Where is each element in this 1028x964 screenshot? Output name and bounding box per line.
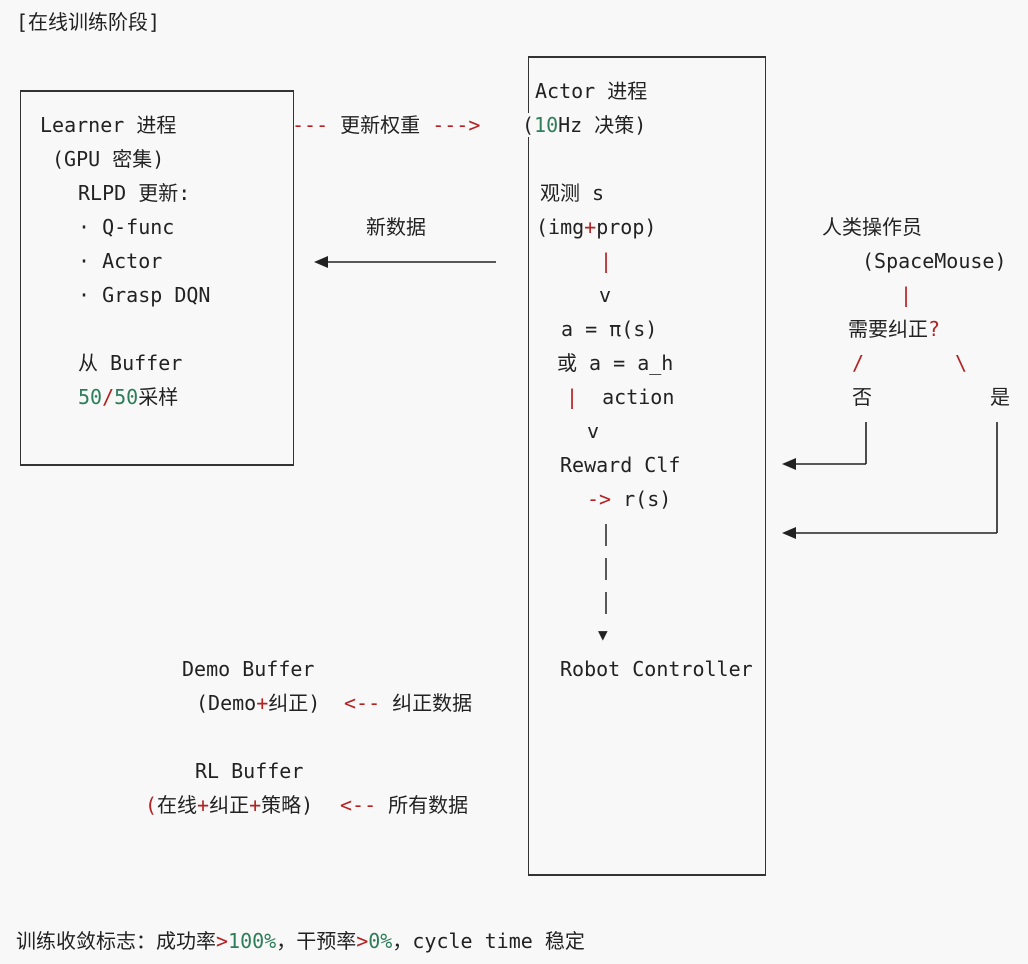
down-arrow-icon: ▼ — [598, 625, 608, 644]
no-branch-arrowhead-icon — [782, 458, 796, 470]
actor-action-line: | action — [566, 385, 674, 409]
rl-part-online: 在线 — [157, 793, 198, 817]
reward-arrow: -> — [587, 487, 612, 511]
footer-mid: ，干预率 — [276, 929, 357, 953]
demo-buffer-name: Demo Buffer — [182, 657, 315, 681]
learner-item-grasp-dqn: · Grasp DQN — [78, 283, 211, 307]
new-data-label: 新数据 — [366, 215, 426, 239]
rl-buffer-name: RL Buffer — [195, 759, 304, 783]
rl-buffer-contents: (在线+纠正+策略) — [145, 793, 313, 817]
action-pipe: | — [566, 385, 579, 409]
weights-update-arrow: --- 更新权重 ---> — [292, 113, 480, 137]
freq-open: ( — [522, 113, 535, 137]
all-data-label: 所有数据 — [388, 793, 469, 817]
actor-flow-down-2: v — [587, 419, 600, 443]
actor-flow-pipe: | — [600, 249, 613, 273]
actor-frequency: (10Hz 决策) — [522, 113, 647, 137]
obs-open: (img — [536, 215, 585, 239]
actor-observation-components: (img+prop) — [536, 215, 656, 239]
rl-part-policy: 策略) — [261, 793, 314, 817]
demo-close: 纠正) — [268, 691, 321, 715]
question-text: 需要纠正 — [848, 317, 928, 341]
corrections-arrowhead: <-- — [344, 691, 381, 715]
branch-slash-right: \ — [955, 351, 968, 375]
operator-question: 需要纠正? — [848, 317, 940, 341]
freq-unit: Hz 决策) — [558, 113, 647, 137]
ratio-b: 50 — [114, 385, 139, 409]
actor-flow-down-1: v — [599, 283, 612, 307]
yes-branch-arrowhead-icon — [782, 527, 796, 539]
all-data-arrow: <-- 所有数据 — [340, 793, 468, 817]
reward-output: -> r(s) — [587, 487, 671, 511]
actor-observe: 观测 s — [540, 181, 605, 205]
section-header: [在线训练阶段] — [16, 10, 161, 34]
operator-title: 人类操作员 — [822, 215, 922, 239]
operator-device: (SpaceMouse) — [862, 249, 1007, 273]
corrections-label: 纠正数据 — [392, 691, 473, 715]
rl-open: ( — [145, 793, 158, 817]
all-data-arrowhead: <-- — [340, 793, 377, 817]
robot-controller: Robot Controller — [560, 657, 755, 681]
footer-prefix: 训练收敛标志：成功率 — [16, 929, 216, 953]
weights-label: 更新权重 — [340, 113, 421, 137]
actor-box — [528, 56, 766, 876]
rl-part-correction: 纠正 — [209, 793, 250, 817]
weights-dashes-right: ---> — [432, 113, 481, 137]
footer-gt-1: > — [216, 929, 229, 953]
actor-title: Actor 进程 — [535, 79, 648, 103]
learner-sample-ratio: 50/50采样 — [78, 385, 178, 409]
operator-pipe: | — [900, 283, 913, 307]
learner-title: Learner 进程 — [40, 113, 177, 137]
learner-item-actor: · Actor — [78, 249, 163, 273]
obs-close: prop) — [596, 215, 657, 239]
learner-box — [20, 90, 294, 466]
ratio-a: 50 — [78, 385, 103, 409]
learner-sample-source: 从 Buffer — [78, 351, 183, 375]
footer-sep: ， — [392, 929, 413, 953]
learner-subtitle: (GPU 密集) — [52, 147, 165, 171]
action-label: action — [602, 385, 675, 409]
corrections-arrow: <-- 纠正数据 — [344, 691, 472, 715]
actor-policy: a = π(s) — [561, 317, 658, 341]
footer-convergence: 训练收敛标志：成功率>100%，干预率>0%，cycle time 稳定 — [16, 929, 585, 953]
footer-suffix: 稳定 — [532, 929, 585, 953]
branch-slash-left: / — [852, 351, 865, 375]
demo-open: (Demo — [196, 691, 257, 715]
branch-no: 否 — [852, 385, 872, 409]
actor-human-action: 或 a = a_h — [557, 351, 674, 375]
rl-plus-2: + — [249, 793, 262, 817]
freq-number: 10 — [534, 113, 559, 137]
footer-success-rate: 100% — [228, 929, 277, 953]
rl-plus-1: + — [197, 793, 210, 817]
learner-update-label: RLPD 更新: — [78, 181, 191, 205]
footer-gt-2: > — [356, 929, 369, 953]
reward-value: r(s) — [623, 487, 672, 511]
ratio-suffix: 采样 — [138, 385, 179, 409]
question-mark: ? — [928, 317, 941, 341]
learner-item-qfunc: · Q-func — [78, 215, 175, 239]
weights-dashes-left: --- — [292, 113, 329, 137]
new-data-arrowhead-icon — [314, 256, 328, 268]
footer-intervention-rate: 0% — [368, 929, 393, 953]
ratio-sep: / — [102, 385, 115, 409]
reward-classifier: Reward Clf — [560, 453, 681, 477]
demo-plus: + — [256, 691, 269, 715]
footer-cycle: cycle time — [412, 929, 533, 953]
branch-yes: 是 — [990, 385, 1010, 409]
obs-plus: + — [584, 215, 597, 239]
demo-buffer-contents: (Demo+纠正) — [196, 691, 320, 715]
